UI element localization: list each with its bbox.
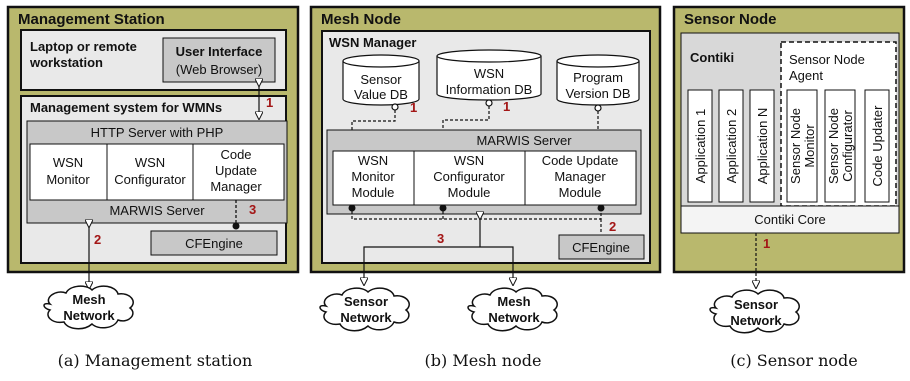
caption-mesh: (b) Mesh node [425, 351, 542, 370]
mod2-label-1: WSN [454, 153, 484, 168]
management-title: Management Station [18, 11, 165, 28]
laptop-label-1: Laptop or remote [30, 39, 137, 54]
app2-label: Application 2 [724, 109, 739, 183]
wsn-information-db: WSN Information DB [436, 49, 542, 101]
mesh-network-cloud: Mesh Network [43, 285, 134, 330]
mod3-label-2: Manager [554, 169, 606, 184]
web-browser-label: (Web Browser) [176, 62, 262, 77]
code-updater-label: Code Updater [870, 105, 885, 187]
sensor-network-label-2: Network [340, 310, 392, 325]
appn-label: Application N [755, 108, 770, 185]
wsn-manager-title: WSN Manager [329, 35, 416, 50]
mod1-label-3: Module [352, 185, 395, 200]
code-update-label-1: Code [220, 147, 251, 162]
number-1b: 1 [503, 99, 510, 114]
sensor-network-cloud-b: Sensor Network [319, 287, 410, 332]
panel-sensor-node: Sensor Node Contiki Sensor Node Agent Ap… [672, 5, 906, 288]
management-system-title: Management system for WMNs [30, 100, 222, 115]
db1-label-2: Value DB [354, 87, 408, 102]
mod2-label-3: Module [448, 185, 491, 200]
contiki-label: Contiki [690, 50, 734, 65]
number-2: 2 [94, 232, 101, 247]
mesh-title: Mesh Node [321, 11, 401, 28]
mesh-network-label-2: Network [63, 308, 115, 323]
laptop-label-2: workstation [29, 55, 103, 70]
code-update-label-3: Manager [210, 179, 262, 194]
app1-label: Application 1 [693, 109, 708, 183]
mesh-marwis-server-label: MARWIS Server [476, 133, 572, 148]
mod3-label-3: Module [559, 185, 602, 200]
code-update-label-2: Update [215, 163, 257, 178]
db2-label-2: Information DB [446, 82, 533, 97]
number-1-sensor: 1 [763, 236, 770, 251]
http-server-label: HTTP Server with PHP [91, 125, 224, 140]
connector-dot [232, 222, 240, 230]
db3-label-2: Version DB [565, 86, 630, 101]
mod3-label-1: Code Update [542, 153, 619, 168]
contiki-core-label: Contiki Core [754, 212, 826, 227]
mod2-label-2: Configurator [433, 169, 505, 184]
sensor-title: Sensor Node [684, 11, 777, 28]
marwis-server-label: MARWIS Server [109, 203, 205, 218]
db3-label-1: Program [573, 70, 623, 85]
agent-label-2: Agent [789, 68, 823, 83]
sensor-network-label-1: Sensor [344, 294, 388, 309]
caption-sensor: (c) Sensor node [730, 351, 858, 370]
number-1: 1 [266, 95, 273, 110]
panel-mesh-node: Mesh Node WSN Manager Sensor Value DB WS… [309, 5, 662, 285]
sensor-network-c-label-1: Sensor [734, 297, 778, 312]
mesh-network-cloud-b: Mesh Network [467, 287, 558, 332]
number-3-mesh: 3 [437, 231, 444, 246]
panel-management-station: Management Station Laptop or remote work… [6, 5, 300, 289]
wsn-monitor-label-1: WSN [53, 155, 83, 170]
sensor-network-cloud-c: Sensor Network [709, 289, 800, 334]
number-1a: 1 [410, 100, 417, 115]
wsn-configurator-label-2: Configurator [114, 172, 186, 187]
wsn-configurator-label-1: WSN [135, 155, 165, 170]
sn-monitor-label-2: Monitor [802, 124, 817, 168]
number-2-mesh: 2 [609, 219, 616, 234]
db1-label-1: Sensor [360, 72, 402, 87]
mesh-network-b-label-2: Network [488, 310, 540, 325]
number-3: 3 [249, 202, 256, 217]
program-version-db: Program Version DB [556, 54, 640, 106]
mesh-network-label-1: Mesh [72, 292, 105, 307]
sn-monitor-label-1: Sensor Node [788, 108, 803, 184]
sn-config-label-2: Configurator [840, 110, 855, 182]
mesh-cfengine-label: CFEngine [572, 240, 630, 255]
mesh-network-b-label-1: Mesh [497, 294, 530, 309]
wsn-monitor-label-2: Monitor [46, 172, 90, 187]
cfengine-label: CFEngine [185, 236, 243, 251]
caption-management: (a) Management station [58, 351, 253, 370]
sensor-network-c-label-2: Network [730, 313, 782, 328]
agent-label-1: Sensor Node [789, 52, 865, 67]
db2-label-1: WSN [474, 66, 504, 81]
user-interface-label: User Interface [176, 44, 263, 59]
sn-config-label-1: Sensor Node [826, 108, 841, 184]
mod1-label-1: WSN [358, 153, 388, 168]
mod1-label-2: Monitor [351, 169, 395, 184]
sensor-value-db: Sensor Value DB [342, 54, 420, 106]
